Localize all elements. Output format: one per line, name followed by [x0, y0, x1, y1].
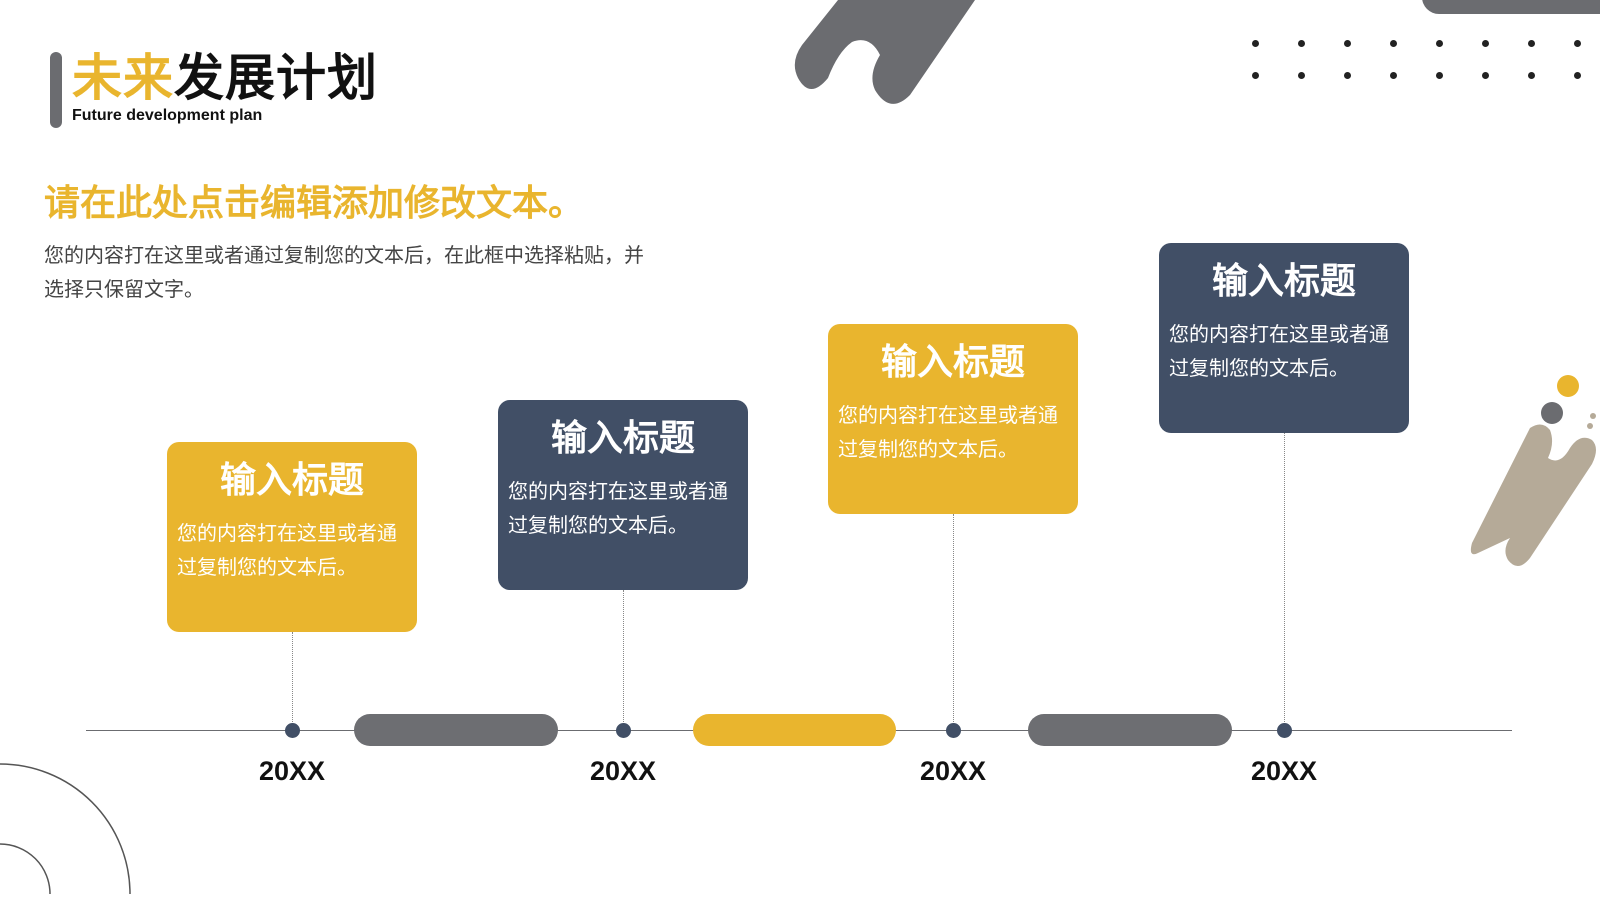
- timeline-dot: [1277, 723, 1292, 738]
- card-title[interactable]: 输入标题: [1211, 261, 1356, 302]
- decorative-gray-bar-top-right: [1422, 0, 1600, 14]
- timeline-dot: [946, 723, 961, 738]
- timeline-year: 20XX: [258, 756, 326, 786]
- timeline-card[interactable]: 输入标题 您的内容打在这里或者通过复制您的文本后。: [498, 400, 748, 590]
- card-title[interactable]: 输入标题: [550, 418, 695, 459]
- timeline-year: 20XX: [589, 756, 657, 786]
- timeline-connector: [1284, 433, 1285, 724]
- decorative-dot-grid: [1252, 40, 1592, 90]
- page-title: 未来发展计划: [72, 48, 378, 108]
- timeline-dot: [285, 723, 300, 738]
- timeline-year: 20XX: [919, 756, 987, 786]
- card-title[interactable]: 输入标题: [219, 460, 364, 501]
- title-accent-bar: [50, 52, 62, 128]
- timeline-card[interactable]: 输入标题 您的内容打在这里或者通过复制您的文本后。: [1159, 243, 1409, 433]
- intro-heading[interactable]: 请在此处点击编辑添加修改文本。: [44, 183, 585, 224]
- card-title[interactable]: 输入标题: [880, 342, 1025, 383]
- decorative-gray-blob-top: [794, 0, 975, 104]
- page-title-rest: 发展计划: [174, 49, 378, 107]
- decorative-arcs-bottom-left: [0, 763, 131, 895]
- card-body[interactable]: 您的内容打在这里或者通过复制您的文本后。: [838, 403, 1058, 461]
- timeline-segment-2: [693, 714, 896, 746]
- timeline-card[interactable]: 输入标题 您的内容打在这里或者通过复制您的文本后。: [167, 442, 417, 632]
- card-body[interactable]: 您的内容打在这里或者通过复制您的文本后。: [177, 521, 397, 579]
- intro-body[interactable]: 您的内容打在这里或者通过复制您的文本后，在此框中选择粘贴，并选择只保留文字。: [44, 243, 644, 301]
- timeline-connector: [623, 590, 624, 724]
- timeline-dot: [616, 723, 631, 738]
- timeline-segment-1: [354, 714, 558, 746]
- timeline-card[interactable]: 输入标题 您的内容打在这里或者通过复制您的文本后。: [828, 324, 1078, 514]
- card-body[interactable]: 您的内容打在这里或者通过复制您的文本后。: [508, 479, 728, 537]
- timeline-year: 20XX: [1250, 756, 1318, 786]
- timeline-connector: [292, 632, 293, 724]
- page-title-highlight: 未来: [72, 49, 174, 107]
- page-subtitle: Future development plan: [72, 107, 263, 124]
- timeline-segment-3: [1028, 714, 1232, 746]
- timeline-connector: [953, 514, 954, 724]
- card-body[interactable]: 您的内容打在这里或者通过复制您的文本后。: [1169, 322, 1389, 380]
- decorative-right-shapes: [1470, 375, 1596, 567]
